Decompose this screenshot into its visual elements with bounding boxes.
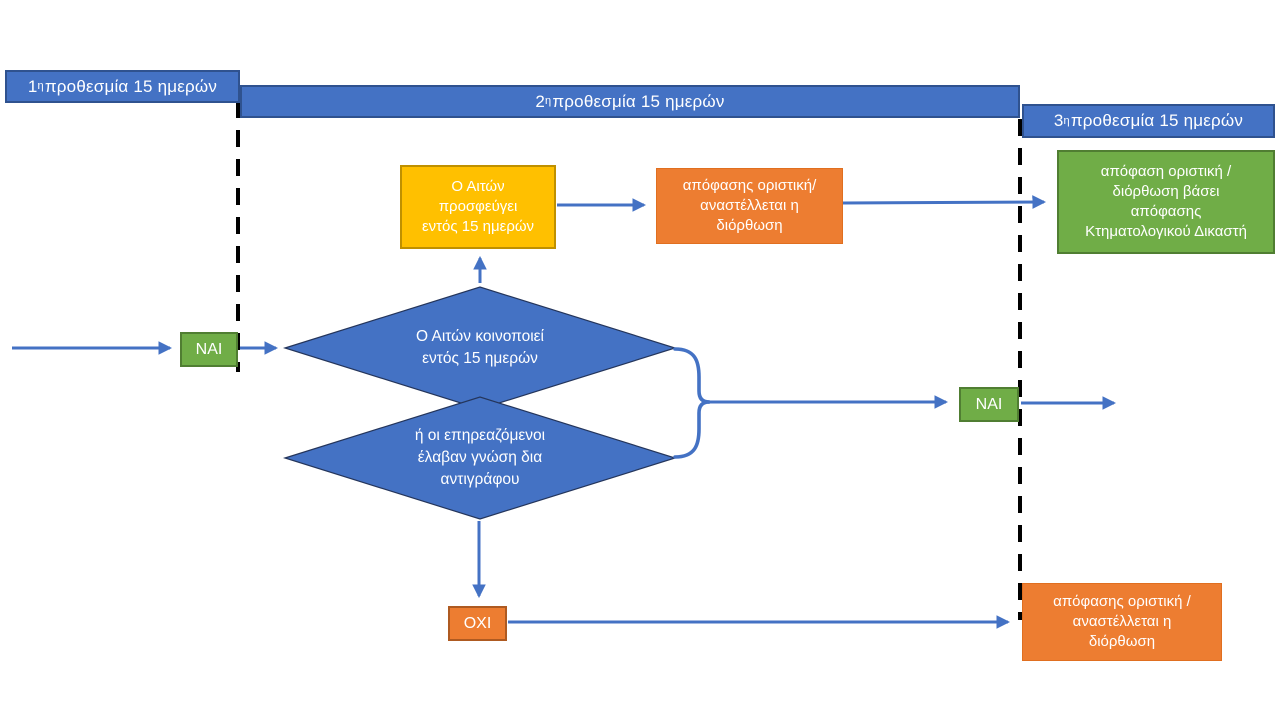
decision-diamond-aware-label: ή οι επηρεαζόμενοι έλαβαν γνώση δια αντι…	[414, 427, 546, 488]
process-box-final-decision: απόφαση οριστική / διόρθωση βάσει απόφασ…	[1057, 150, 1275, 254]
banner-3-text: προθεσμία 15 ημερών	[1070, 111, 1244, 130]
decision-diamond-notify-label: Ο Αιτών κοινοποιεί εντός 15 ημερών	[415, 328, 545, 367]
banner-2-text: προθεσμία 15 ημερών	[552, 91, 725, 111]
banner-2-ordinal-suffix: η	[545, 95, 552, 107]
yes-tag-right: ΝΑΙ	[959, 387, 1019, 422]
brace-lower-curve	[673, 400, 711, 459]
banner-2-number: 2	[535, 91, 546, 111]
banner-1-text: προθεσμία 15 ημερών	[44, 76, 218, 96]
banner-3-number: 3	[1053, 111, 1064, 130]
banner-3-ordinal-suffix: η	[1063, 114, 1070, 127]
arrow-suspend-top-to-final	[842, 195, 1047, 209]
process-box-appeal: Ο Αιτών προσφεύγει εντός 15 ημερών	[400, 165, 556, 249]
process-box-suspend-top: απόφασης οριστική/ αναστέλλεται η διόρθω…	[656, 168, 843, 244]
process-box-suspend-bottom: απόφασης οριστική / αναστέλλεται η διόρθ…	[1022, 583, 1222, 661]
no-tag: ΟΧΙ	[448, 606, 507, 641]
brace-upper-curve	[673, 347, 711, 404]
yes-tag-left: ΝΑΙ	[180, 332, 238, 367]
banner-1-number: 1	[27, 76, 38, 96]
banner-1-ordinal-suffix: η	[37, 80, 44, 92]
